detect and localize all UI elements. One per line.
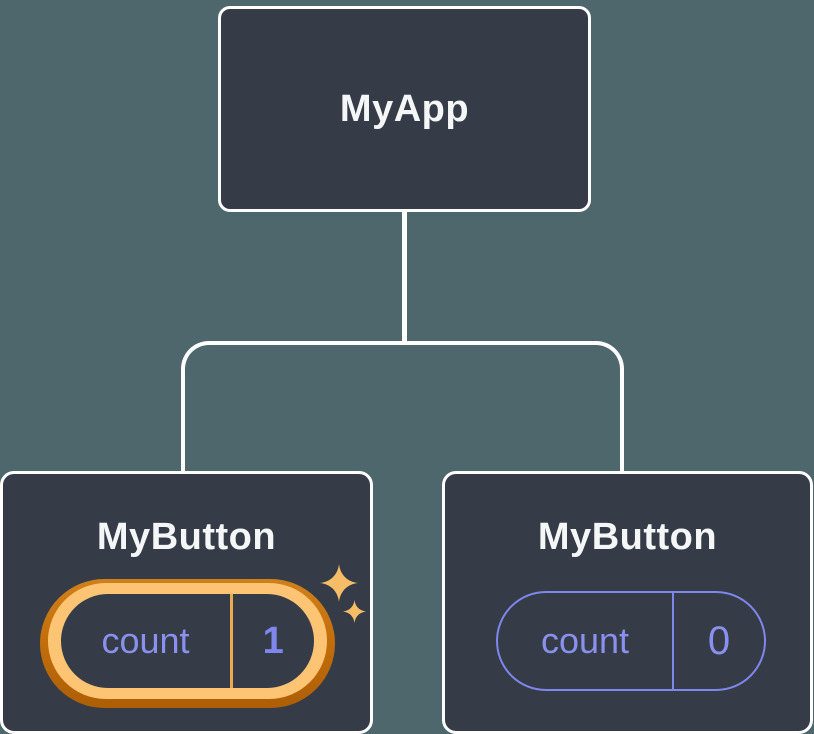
sparkle-icon	[343, 600, 366, 623]
state-highlight-ring: count 1	[40, 579, 335, 708]
pill-divider	[672, 593, 674, 689]
tree-node-myapp: MyApp	[218, 6, 591, 212]
tree-node-mybutton-plain: MyButton count 0	[442, 471, 813, 734]
node-label: MyButton	[96, 516, 277, 558]
state-name: count	[101, 620, 190, 661]
sparkle-icon	[320, 564, 358, 602]
state-value: 0	[707, 618, 731, 663]
state-pill-count-updated: count 1	[61, 594, 314, 688]
connector-bracket	[181, 341, 624, 473]
connector-stem	[402, 210, 407, 345]
state-pill-count-plain: count 0	[496, 591, 766, 691]
pill-divider	[230, 594, 233, 688]
state-highlight-ring-inner: count 1	[48, 583, 327, 699]
node-label: MyButton	[537, 516, 718, 558]
state-value: 1	[262, 619, 284, 662]
node-label: MyApp	[339, 87, 470, 130]
tree-node-mybutton-updated: MyButton count 1	[0, 471, 373, 734]
state-name: count	[540, 620, 630, 661]
